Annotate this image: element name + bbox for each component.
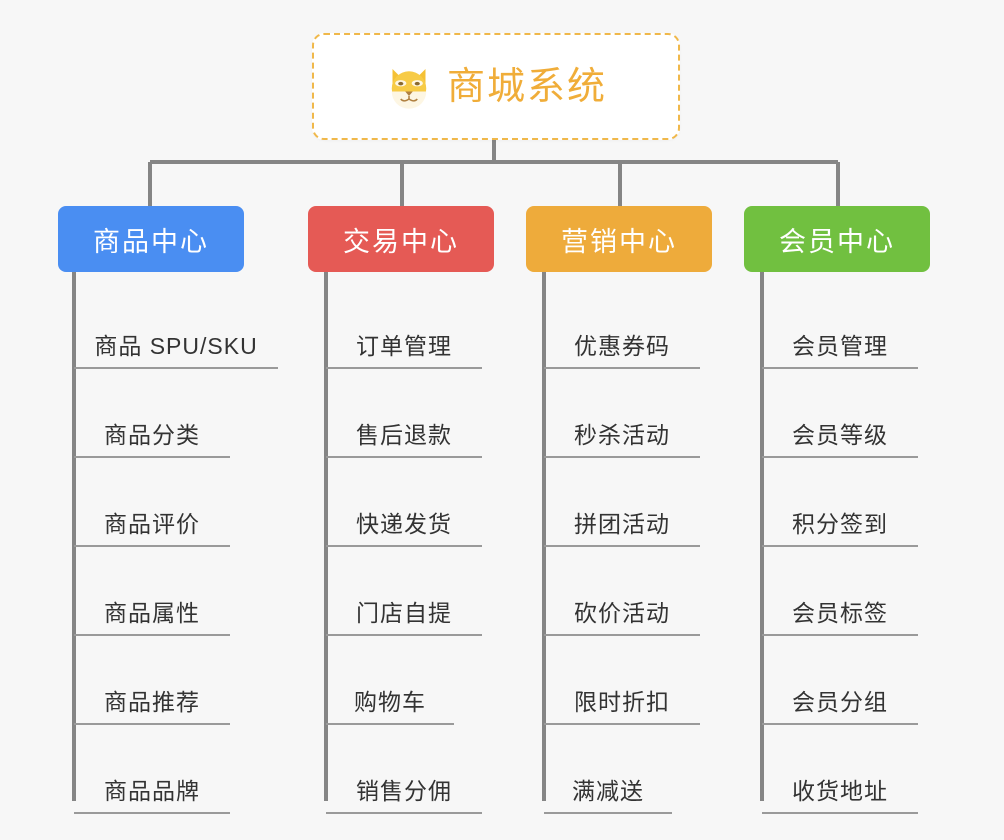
list-item[interactable]: 会员标签 [762, 547, 918, 636]
leaf-label: 限时折扣 [574, 689, 670, 715]
category-box-trade[interactable]: 交易中心 [308, 206, 494, 272]
list-item[interactable]: 会员等级 [762, 369, 918, 458]
list-item[interactable]: 商品推荐 [74, 636, 230, 725]
list-item[interactable]: 会员分组 [762, 636, 918, 725]
leaf-label: 商品评价 [104, 511, 200, 537]
leaf-label: 拼团活动 [574, 511, 670, 537]
leaf-label: 会员分组 [792, 689, 888, 715]
list-item[interactable]: 售后退款 [326, 369, 482, 458]
list-item[interactable]: 商品属性 [74, 547, 230, 636]
leaf-label: 商品推荐 [104, 689, 200, 715]
leaf-label: 购物车 [354, 689, 426, 715]
list-item[interactable]: 优惠券码 [544, 280, 700, 369]
category-label: 商品中心 [93, 226, 209, 257]
category-box-member[interactable]: 会员中心 [744, 206, 930, 272]
list-item[interactable]: 限时折扣 [544, 636, 700, 725]
category-box-marketing[interactable]: 营销中心 [526, 206, 712, 272]
leaf-label: 积分签到 [792, 511, 888, 537]
list-item[interactable]: 商品分类 [74, 369, 230, 458]
leaf-label: 门店自提 [356, 600, 452, 626]
root-title: 商城系统 [446, 65, 607, 108]
list-item[interactable]: 门店自提 [326, 547, 482, 636]
list-item[interactable]: 积分签到 [762, 458, 918, 547]
dog-face-icon [391, 68, 427, 109]
leaf-column-member: 会员管理 会员等级 积分签到 会员标签 会员分组 收货地址 [762, 280, 918, 814]
leaf-label: 会员等级 [792, 422, 888, 448]
list-item[interactable]: 收货地址 [762, 725, 918, 814]
leaf-label: 商品属性 [104, 600, 200, 626]
leaf-label: 商品 SPU/SKU [94, 333, 258, 359]
list-item[interactable]: 会员管理 [762, 280, 918, 369]
list-item[interactable]: 商品品牌 [74, 725, 230, 814]
root-node[interactable]: 商城系统 [312, 33, 680, 140]
category-label: 交易中心 [343, 226, 459, 257]
leaf-label: 会员管理 [792, 333, 888, 359]
leaf-column-trade: 订单管理 售后退款 快递发货 门店自提 购物车 销售分佣 [326, 280, 482, 814]
leaf-label: 满减送 [572, 778, 644, 804]
list-item[interactable]: 销售分佣 [326, 725, 482, 814]
leaf-label: 收货地址 [792, 778, 888, 804]
category-box-product[interactable]: 商品中心 [58, 206, 244, 272]
list-item[interactable]: 砍价活动 [544, 547, 700, 636]
list-item[interactable]: 商品评价 [74, 458, 230, 547]
list-item[interactable]: 购物车 [326, 636, 454, 725]
leaf-label: 砍价活动 [574, 600, 670, 626]
leaf-label: 快递发货 [356, 511, 452, 537]
list-item[interactable]: 订单管理 [326, 280, 482, 369]
list-item[interactable]: 秒杀活动 [544, 369, 700, 458]
leaf-label: 秒杀活动 [574, 422, 670, 448]
leaf-column-product: 商品 SPU/SKU 商品分类 商品评价 商品属性 商品推荐 商品品牌 [74, 280, 278, 814]
leaf-column-marketing: 优惠券码 秒杀活动 拼团活动 砍价活动 限时折扣 满减送 [544, 280, 700, 814]
leaf-label: 会员标签 [792, 600, 888, 626]
leaf-label: 商品品牌 [104, 778, 200, 804]
category-label: 营销中心 [561, 226, 677, 257]
list-item[interactable]: 拼团活动 [544, 458, 700, 547]
list-item[interactable]: 商品 SPU/SKU [74, 280, 278, 369]
leaf-label: 销售分佣 [356, 778, 452, 804]
leaf-label: 优惠券码 [574, 333, 670, 359]
category-label: 会员中心 [779, 226, 895, 257]
leaf-label: 订单管理 [356, 333, 452, 359]
leaf-label: 商品分类 [104, 422, 200, 448]
list-item[interactable]: 满减送 [544, 725, 672, 814]
leaf-label: 售后退款 [356, 422, 452, 448]
list-item[interactable]: 快递发货 [326, 458, 482, 547]
